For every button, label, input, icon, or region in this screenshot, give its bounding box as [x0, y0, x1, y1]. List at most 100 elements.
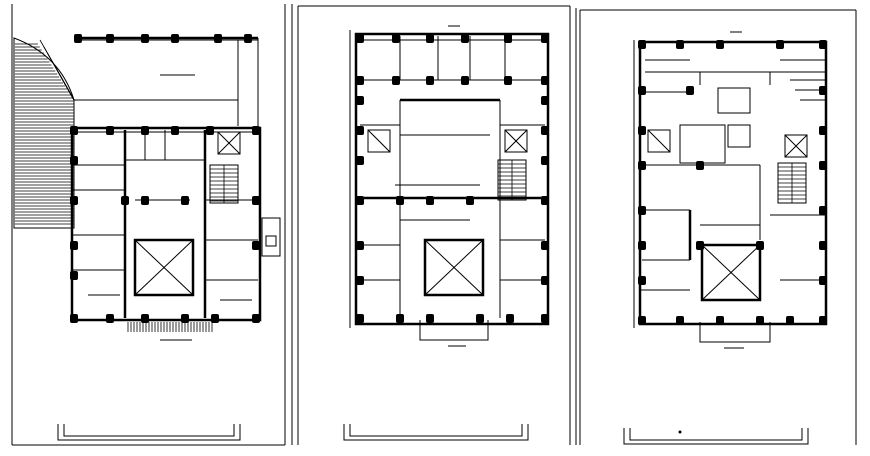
column-icon: [541, 76, 549, 85]
column-icon: [461, 34, 469, 43]
column-group: [356, 34, 549, 323]
ramp-icon: [13, 37, 75, 229]
second-floor-plan: [623, 31, 828, 445]
column-group: [70, 34, 260, 323]
column-icon: [70, 241, 78, 250]
staircase-icon: [209, 164, 239, 204]
column-icon: [244, 34, 252, 43]
column-icon: [461, 76, 469, 85]
column-icon: [466, 196, 474, 205]
column-icon: [541, 126, 549, 135]
column-icon: [696, 241, 704, 250]
column-icon: [819, 206, 827, 215]
column-icon: [756, 241, 764, 250]
column-icon: [819, 276, 827, 285]
column-icon: [541, 34, 549, 43]
ground-floor-plan: [13, 34, 281, 446]
column-icon: [426, 34, 434, 43]
column-icon: [396, 196, 404, 205]
column-icon: [214, 34, 222, 43]
column-icon: [541, 241, 549, 250]
column-icon: [356, 34, 364, 43]
column-icon: [181, 196, 189, 205]
column-icon: [504, 76, 512, 85]
column-icon: [506, 314, 514, 323]
column-icon: [541, 156, 549, 165]
column-icon: [786, 316, 794, 325]
column-icon: [541, 96, 549, 105]
column-icon: [819, 126, 827, 135]
column-icon: [676, 40, 684, 49]
staircase-icon: [497, 159, 527, 201]
column-icon: [206, 126, 214, 135]
column-icon: [776, 40, 784, 49]
column-icon: [252, 314, 260, 323]
column-icon: [426, 196, 434, 205]
column-icon: [141, 34, 149, 43]
column-icon: [638, 316, 646, 325]
column-icon: [74, 34, 82, 43]
column-icon: [70, 271, 78, 280]
lift-shaft-icon: [423, 238, 485, 297]
column-icon: [141, 196, 149, 205]
column-icon: [141, 314, 149, 323]
column-icon: [716, 40, 724, 49]
column-icon: [638, 241, 646, 250]
column-icon: [638, 86, 646, 95]
column-icon: [819, 86, 827, 95]
column-icon: [426, 314, 434, 323]
column-icon: [252, 196, 260, 205]
column-icon: [106, 34, 114, 43]
column-icon: [638, 276, 646, 285]
column-icon: [686, 86, 694, 95]
column-icon: [171, 126, 179, 135]
column-icon: [638, 40, 646, 49]
column-icon: [121, 196, 129, 205]
column-icon: [356, 126, 364, 135]
column-icon: [356, 196, 364, 205]
column-icon: [181, 314, 189, 323]
column-icon: [106, 314, 114, 323]
lift-shaft-icon: [700, 243, 762, 302]
column-icon: [819, 40, 827, 49]
column-icon: [70, 126, 78, 135]
column-icon: [356, 76, 364, 85]
column-icon: [676, 316, 684, 325]
column-icon: [252, 241, 260, 250]
column-icon: [756, 316, 764, 325]
column-icon: [638, 206, 646, 215]
column-icon: [356, 241, 364, 250]
column-icon: [476, 314, 484, 323]
staircase-icon: [777, 162, 807, 204]
column-group: [638, 40, 827, 325]
column-icon: [541, 276, 549, 285]
lift-shaft-icon: [133, 238, 195, 297]
column-icon: [356, 96, 364, 105]
column-icon: [541, 196, 549, 205]
column-icon: [638, 126, 646, 135]
column-icon: [356, 276, 364, 285]
column-icon: [252, 126, 260, 135]
column-icon: [541, 314, 549, 323]
column-icon: [356, 156, 364, 165]
column-icon: [392, 76, 400, 85]
column-icon: [70, 156, 78, 165]
column-icon: [171, 34, 179, 43]
first-floor-plan: [343, 25, 550, 441]
column-icon: [141, 126, 149, 135]
column-icon: [70, 196, 78, 205]
column-icon: [819, 316, 827, 325]
column-icon: [106, 126, 114, 135]
column-icon: [819, 241, 827, 250]
column-icon: [819, 161, 827, 170]
column-icon: [396, 314, 404, 323]
column-icon: [716, 316, 724, 325]
column-icon: [504, 34, 512, 43]
column-icon: [426, 76, 434, 85]
column-icon: [392, 34, 400, 43]
column-icon: [356, 314, 364, 323]
column-icon: [70, 314, 78, 323]
column-icon: [696, 161, 704, 170]
column-icon: [638, 161, 646, 170]
